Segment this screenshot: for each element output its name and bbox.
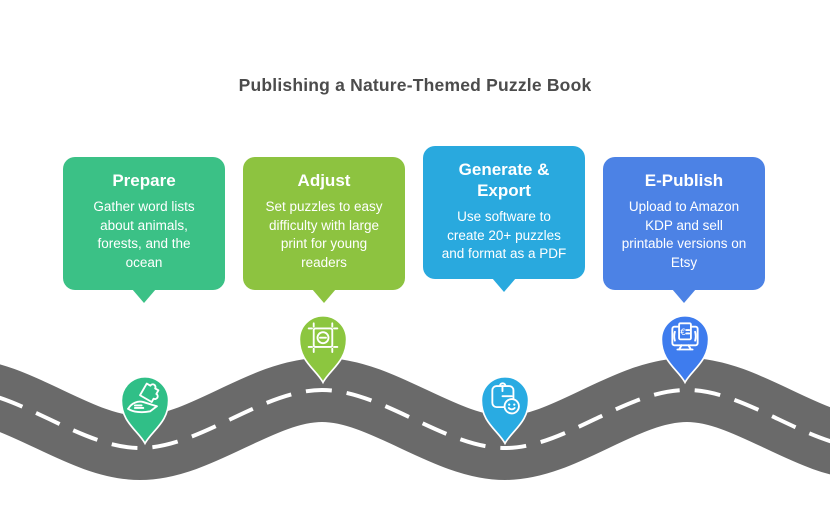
step-title: Prepare [112, 171, 176, 190]
step-card-adjust: Adjust Set puzzles to easy difficulty wi… [243, 157, 405, 303]
hand-holding-puzzle-icon [127, 382, 160, 414]
speech-bubble-pointer [492, 278, 516, 292]
page-title: Publishing a Nature-Themed Puzzle Book [238, 75, 592, 95]
map-pin-adjust [298, 314, 348, 385]
map-pin-generate-export [480, 375, 530, 446]
speech-bubble-pointer [132, 289, 156, 303]
step-description: Use software to create 20+ puzzles and f… [441, 209, 567, 261]
step-description: Upload to Amazon KDP and sell printable … [621, 199, 747, 270]
artboard-adjust-icon [307, 322, 339, 353]
euro-glyph: € [680, 327, 685, 337]
road-centerline [0, 387, 830, 451]
monitor-euro-document-icon: € [671, 322, 699, 351]
step-description: Gather word lists about animals, forests… [93, 199, 195, 270]
step-card-prepare: Prepare Gather word lists about animals,… [63, 157, 225, 303]
step-card-generate-export: Generate & Export Use software to create… [423, 146, 585, 292]
map-pin-prepare [120, 375, 170, 446]
pin-body [298, 314, 348, 385]
speech-bubble-pointer [672, 289, 696, 303]
map-pin-epublish: € [660, 314, 710, 385]
step-description: Set puzzles to easy difficulty with larg… [265, 199, 383, 270]
step-title: Generate & Export [458, 160, 550, 200]
step-title: Adjust [297, 171, 351, 190]
step-card-epublish: E-Publish Upload to Amazon KDP and sell … [603, 157, 765, 303]
puzzle-smiley-icon [491, 382, 520, 415]
step-title: E-Publish [644, 171, 724, 190]
speech-bubble-pointer [312, 289, 336, 303]
